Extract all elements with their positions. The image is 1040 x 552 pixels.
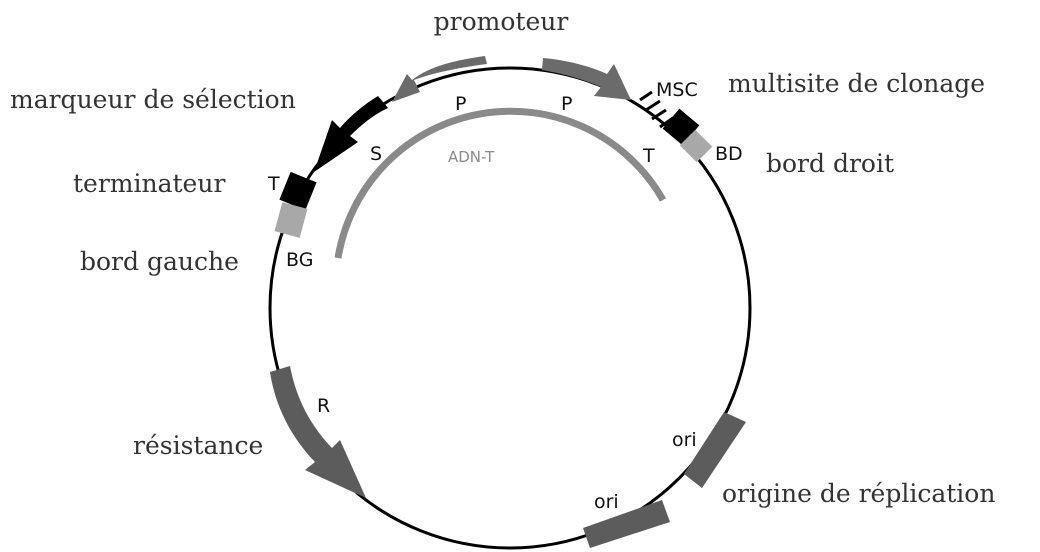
promoter-label: promoteur — [434, 7, 569, 36]
right-border-box — [679, 129, 713, 163]
mark-ori-top: ori — [672, 429, 697, 451]
left-border-box — [274, 202, 308, 238]
mark-r: R — [317, 395, 330, 417]
mark-s: S — [370, 143, 382, 165]
mcs-ticks — [639, 90, 674, 129]
origin-label: origine de réplication — [722, 479, 995, 508]
promoter-arrow-right — [542, 58, 631, 100]
mark-bg: BG — [286, 249, 313, 271]
terminator-box-left — [279, 171, 317, 211]
selection-marker-arrow — [314, 96, 388, 172]
left-border-label: bord gauche — [80, 247, 239, 276]
mark-p-left: P — [455, 93, 466, 115]
terminator-label: terminateur — [73, 169, 225, 198]
origin-segment-right — [684, 412, 746, 488]
mark-ori-bottom: ori — [594, 491, 619, 513]
mark-bd: BD — [715, 143, 743, 165]
mark-t-right: T — [642, 145, 655, 167]
mark-msc: MSC — [656, 79, 698, 101]
origin-segment-bottom — [583, 500, 670, 548]
mark-t-left: T — [267, 173, 280, 195]
right-border-label: bord droit — [766, 149, 894, 178]
mcs-label: multisite de clonage — [728, 69, 985, 98]
selection-marker-label: marqueur de sélection — [10, 85, 296, 114]
resistance-arrow — [270, 366, 366, 498]
promoter-arrow-left — [392, 56, 487, 102]
resistance-label: résistance — [133, 431, 263, 460]
t-dna-arc — [334, 107, 667, 259]
plasmid-backbone — [268, 66, 752, 550]
mark-p-right: P — [561, 93, 572, 115]
mark-adn-t: ADN-T — [448, 148, 495, 166]
